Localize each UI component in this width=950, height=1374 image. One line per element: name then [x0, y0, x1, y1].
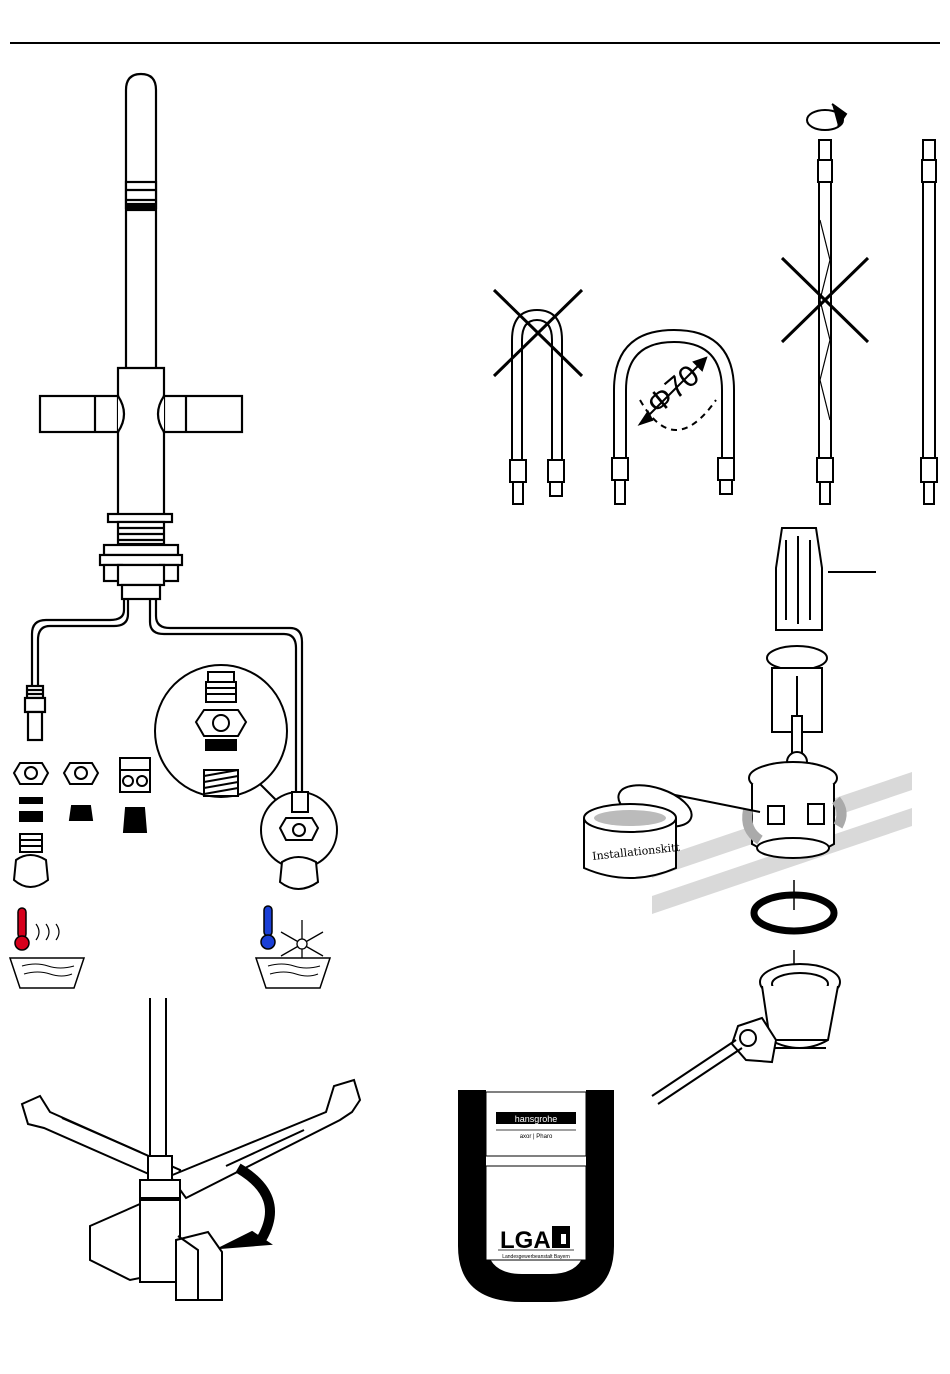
hose-bend-correct [612, 330, 734, 504]
connection-detail-magnifier [155, 665, 337, 868]
mounting-tool [776, 528, 876, 630]
seal-ring [754, 880, 834, 931]
badge-brand: hansgrohe [515, 1114, 558, 1124]
badge-cert-mark: LGA [500, 1227, 551, 1254]
hose-twisted-wrong [782, 140, 868, 504]
badge-cert-authority: Landesgewerbeanstalt Bayern [502, 1254, 570, 1260]
badge-sub-brands: axor | Pharo [520, 1134, 553, 1140]
snowflake-cold-icon [256, 906, 330, 988]
putty-can [584, 777, 760, 878]
wrench-tightening-illustration [22, 998, 360, 1300]
drain-body [747, 762, 841, 858]
waste-plug-assembly [767, 646, 827, 772]
hose-straight-correct [921, 140, 937, 504]
drain-housing [652, 950, 840, 1104]
hose-bend-wrong [494, 290, 582, 504]
rotate-arrow-icon [807, 104, 846, 130]
thermometer-hot-icon [10, 908, 84, 988]
